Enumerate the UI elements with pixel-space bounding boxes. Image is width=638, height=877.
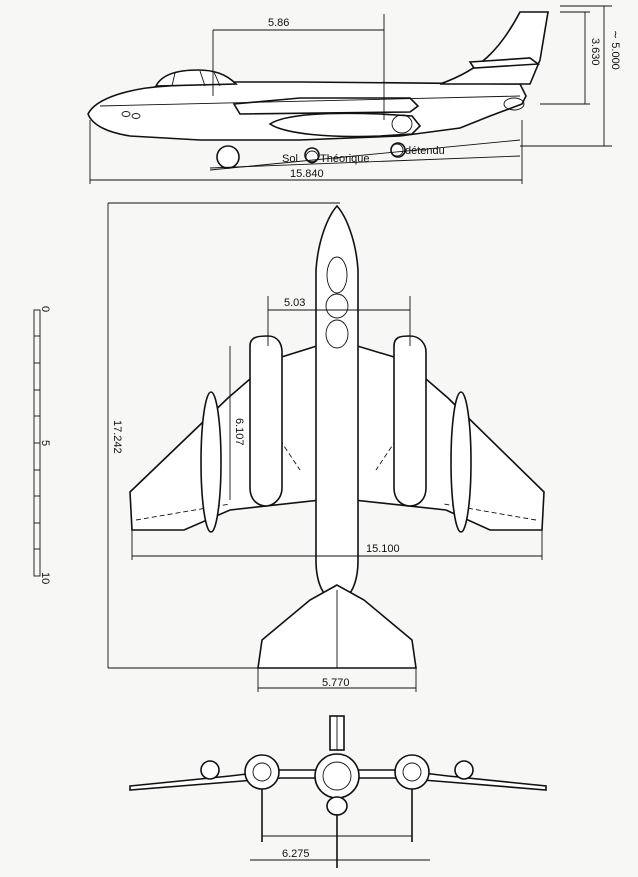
top-tip-tank-left — [200, 391, 222, 533]
front-tip-tank-left — [200, 760, 220, 780]
top-fuselage — [315, 204, 359, 605]
top-dim-tail-span: 5.770 — [322, 677, 350, 689]
front-dim-track: 6.275 — [282, 848, 310, 860]
side-dim-length: 15.840 — [290, 168, 324, 180]
side-dim-total-height: ∼ 5.000 — [609, 30, 621, 70]
scale-bar — [33, 309, 41, 577]
top-wing-left — [129, 343, 321, 531]
top-dim-wingspan: 15.100 — [366, 543, 400, 555]
scale-label-10: 10 — [39, 572, 51, 584]
top-view — [107, 202, 545, 692]
side-view — [87, 5, 612, 184]
side-ground-label-theorique: Théorique — [320, 153, 370, 165]
front-fuselage — [314, 753, 360, 799]
side-canopy — [154, 69, 238, 87]
top-dim-tip-engine: 6.107 — [233, 418, 245, 446]
front-engine-left — [244, 754, 280, 790]
ground-symbol-icon — [305, 150, 319, 164]
scale-label-0: 0 — [39, 306, 51, 312]
side-dim-tail-height: 3.630 — [589, 38, 601, 66]
top-tip-tank-right — [450, 391, 472, 533]
scale-label-5: 5 — [39, 440, 51, 446]
side-ground-label-sol: Sol — [282, 153, 298, 165]
side-nose-wheel — [216, 145, 240, 169]
front-engine-right — [394, 754, 430, 790]
side-nacelle — [268, 112, 422, 138]
side-horizontal-tail — [468, 57, 541, 69]
top-engine-right — [393, 335, 427, 507]
front-view — [129, 715, 547, 868]
ground-symbol-icon — [390, 143, 404, 157]
top-dim-engine-spacing: 5.03 — [284, 297, 305, 309]
side-dim-fuselage-span: 5.86 — [268, 17, 289, 29]
top-wing-right — [353, 343, 545, 531]
top-dim-length: 17.242 — [111, 420, 123, 454]
side-main-wheel — [304, 147, 320, 163]
top-engine-left — [249, 335, 283, 507]
side-vertical-tail — [439, 11, 549, 85]
front-tip-tank-right — [454, 760, 474, 780]
side-ground-label-detendu: détendu — [405, 145, 445, 157]
